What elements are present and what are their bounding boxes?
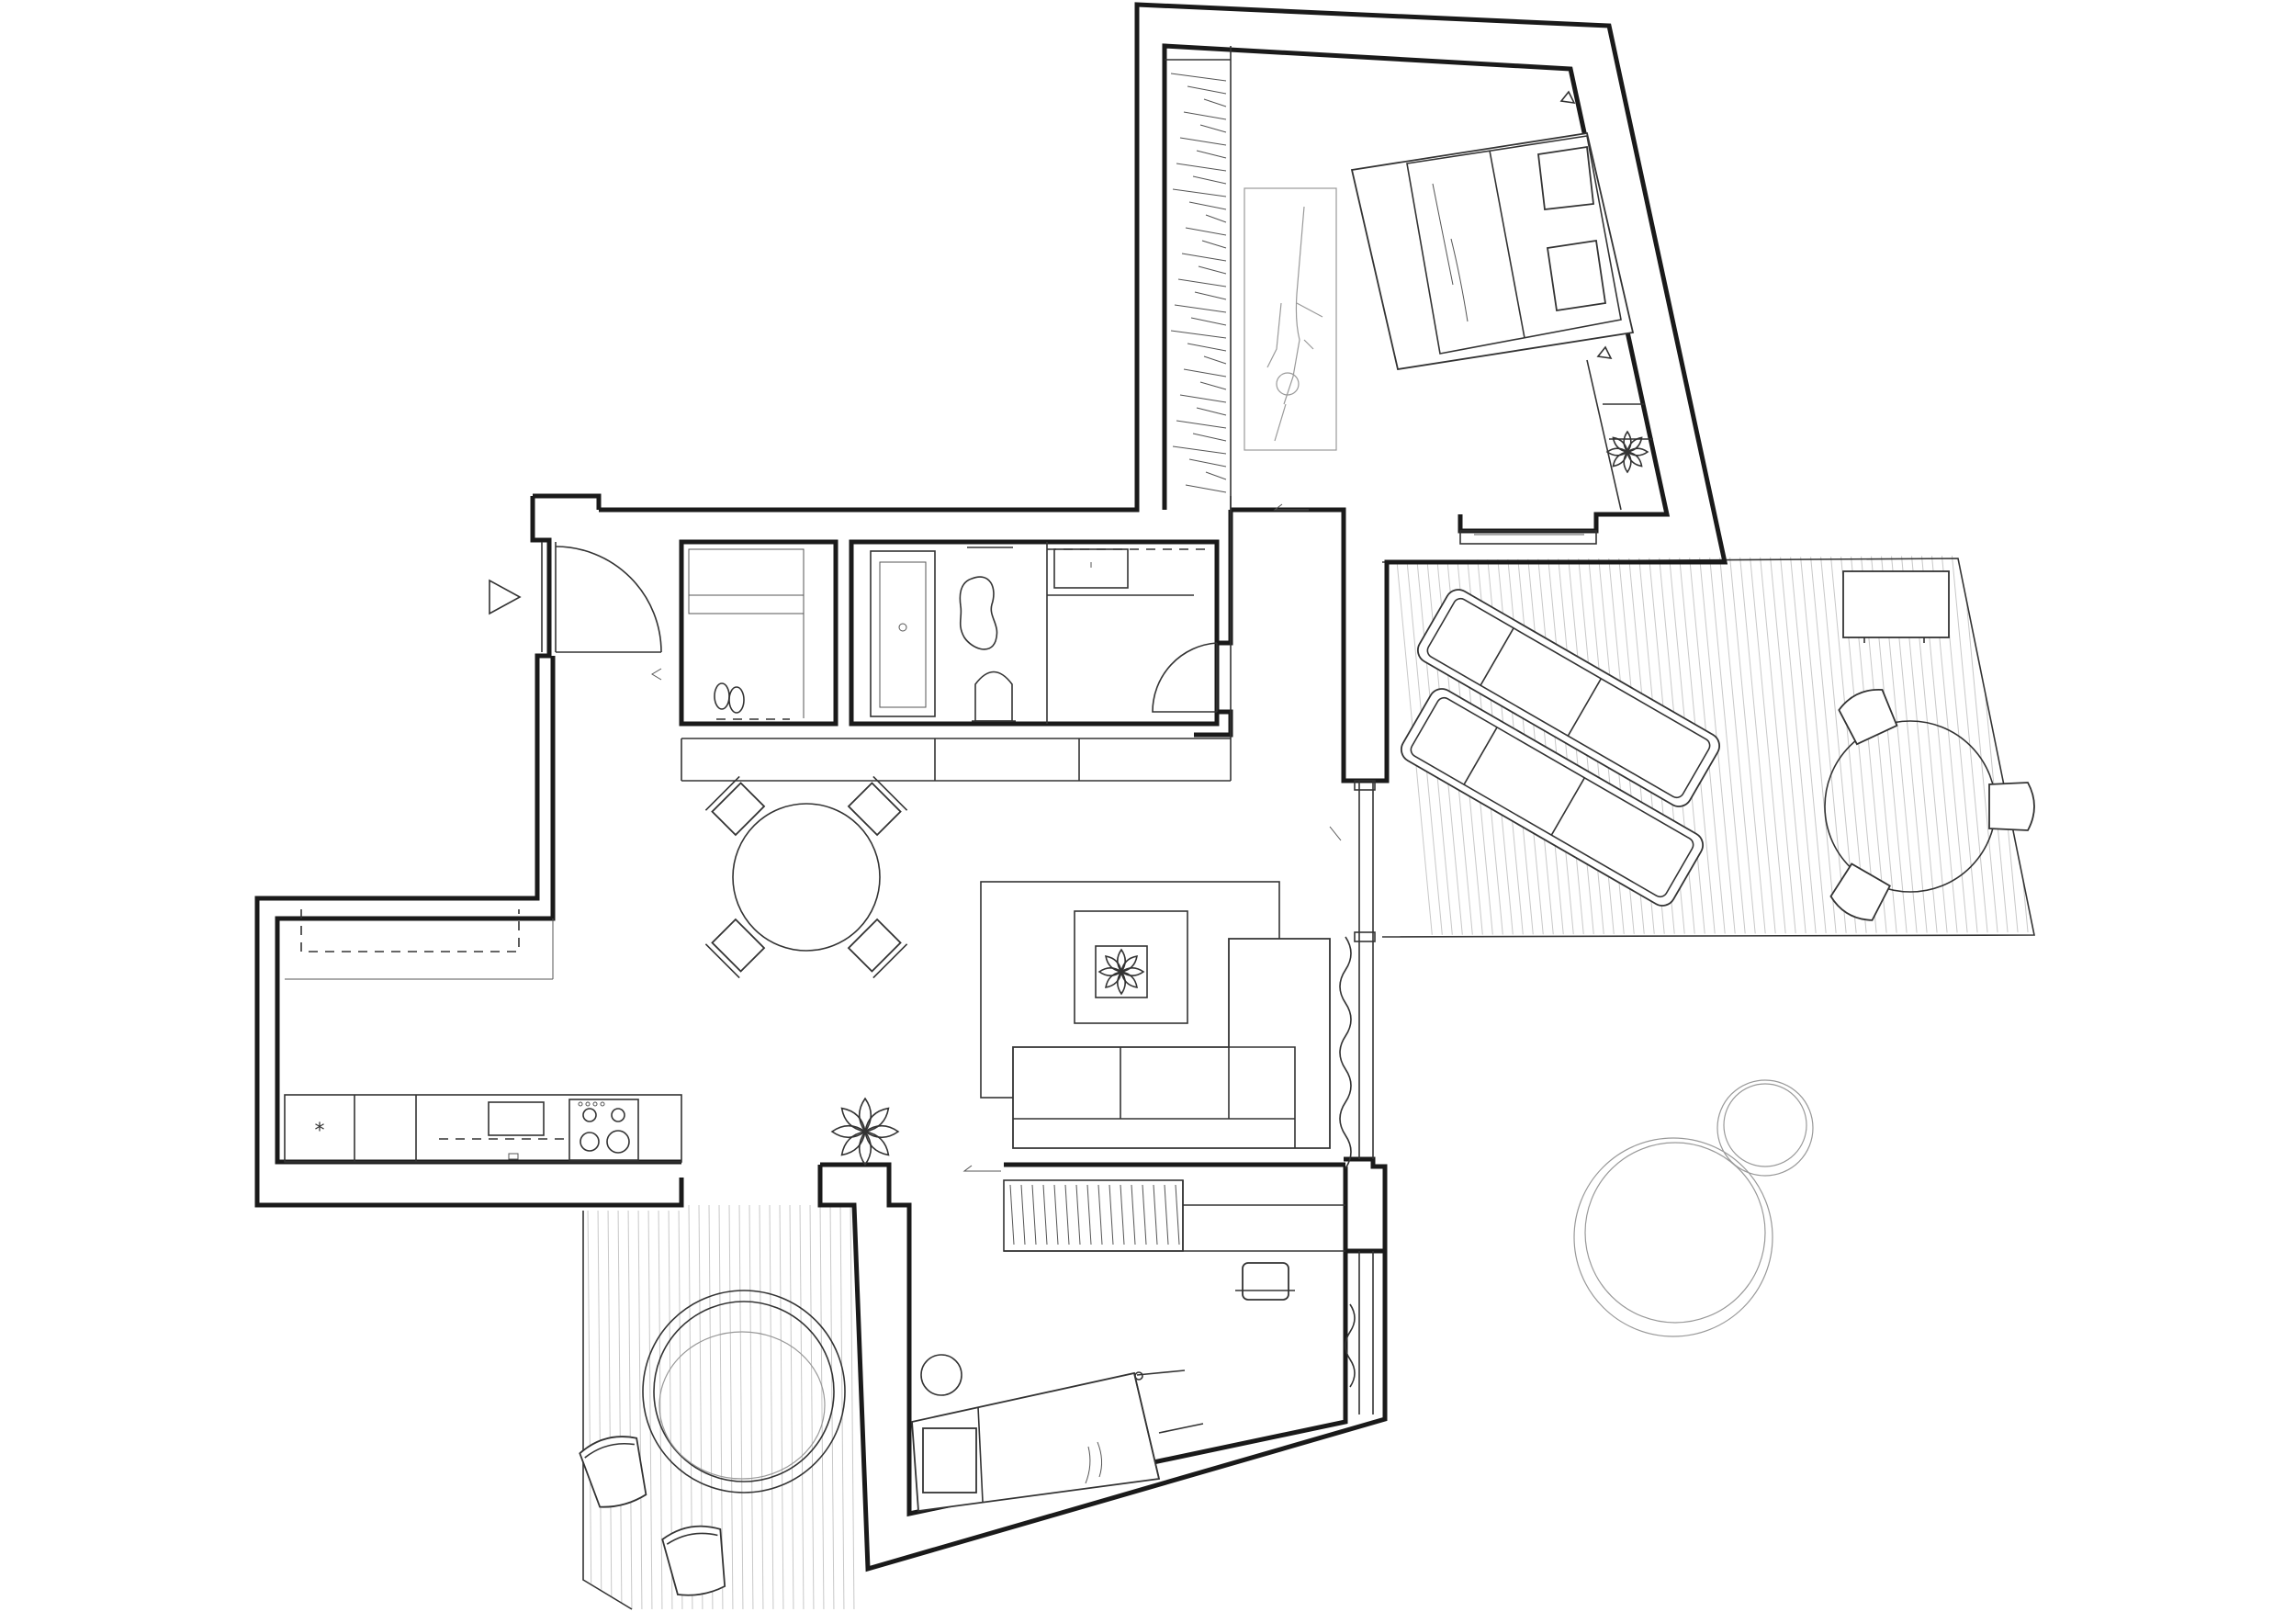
flower-icon	[1097, 948, 1145, 996]
dining-chairs	[704, 775, 908, 979]
wardrobe-closet	[1165, 46, 1232, 510]
washbasin	[1053, 548, 1129, 589]
terrace-chair	[1829, 862, 1891, 921]
sun-lounger	[1401, 688, 1704, 907]
bathroom	[870, 547, 1218, 722]
dining-table	[732, 803, 881, 952]
entrance	[489, 542, 662, 681]
shelving	[1003, 1179, 1184, 1252]
outdoor-pools	[1573, 1079, 1814, 1337]
side-stool	[920, 1354, 962, 1396]
dining-chair	[704, 775, 766, 837]
double-bed	[1350, 131, 1635, 371]
yoga-mat	[1244, 187, 1337, 451]
pool-large	[1573, 1137, 1773, 1337]
pool-small	[1716, 1079, 1814, 1177]
bedroom	[1165, 46, 1653, 545]
south-room	[911, 1165, 1374, 1513]
dining-chair	[847, 775, 908, 837]
entrance-arrow-icon	[489, 579, 522, 615]
sink	[488, 1101, 545, 1136]
east-terrace-furniture	[1401, 570, 2035, 921]
interior-walls	[679, 496, 1233, 782]
yoga-figure	[1266, 206, 1323, 442]
bathroom-door-swing	[1152, 642, 1218, 713]
wardrobe-room	[688, 548, 805, 720]
side-table	[1842, 570, 1950, 643]
dining-chair	[847, 918, 908, 979]
fridge-icon: *	[315, 1120, 325, 1143]
west-terrace-furniture	[579, 1290, 846, 1596]
curtain	[1339, 936, 1352, 1169]
pillow	[1546, 239, 1607, 312]
kitchen-counter	[284, 1094, 682, 1163]
door-arrow-icon	[1273, 503, 1309, 511]
lounge-chair	[661, 1525, 726, 1596]
cooktop	[568, 1099, 639, 1161]
entry-door-swing	[555, 546, 662, 653]
flower-icon	[830, 1097, 900, 1167]
west-terrace	[582, 1205, 861, 1610]
nightstand-lamp-icon	[1559, 90, 1613, 360]
terrace-door	[1459, 530, 1597, 545]
coffee-table	[1074, 910, 1188, 1024]
wall-cabinets	[300, 909, 520, 952]
sun-lounger	[1417, 589, 1720, 807]
hot-tub	[642, 1290, 846, 1493]
kitchen: *	[284, 909, 682, 1163]
desk-chair	[1235, 1262, 1295, 1301]
lounge-chair	[579, 1436, 647, 1508]
single-bed	[911, 1371, 1204, 1513]
pillow	[1537, 145, 1594, 210]
terrace-chair	[1838, 689, 1898, 746]
terrace-chair	[1988, 782, 2035, 831]
dining-area	[704, 775, 908, 979]
curtain	[1345, 1303, 1356, 1388]
dining-chair	[704, 918, 766, 979]
slippers-icon	[714, 682, 745, 714]
flower-icon	[1605, 430, 1649, 474]
living-area	[830, 780, 1376, 1169]
toilet	[972, 671, 1016, 722]
sofa	[1012, 938, 1331, 1149]
bathtub	[870, 550, 936, 717]
door-arrow-icon	[962, 1165, 1001, 1172]
bath-mat	[959, 576, 998, 650]
